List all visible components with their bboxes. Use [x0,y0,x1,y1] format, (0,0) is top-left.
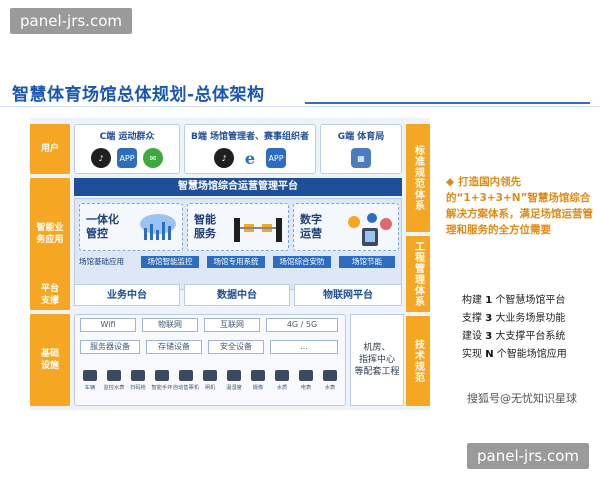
network-pill: 物联网 [142,318,198,332]
watermark-top: panel-jrs.com [10,8,132,34]
summary-item: 构建 1 个智慧场馆平台 [462,295,566,306]
car-icon [83,370,97,381]
electric-meter-icon [299,370,313,381]
title-divider [0,106,600,107]
user-card-g: G端 体育局 ▦ [320,124,402,174]
platform-title: 智慧场馆综合运营管理平台 [74,178,402,196]
middle-platform-iot: 物联网平台 [294,284,402,306]
device-band: 智能手环 [148,370,176,391]
device-scanner: 扫码枪 [124,370,152,391]
user-card-b: B端 场馆管理者、赛事组织者 ♪ e APP [184,124,316,174]
hardware-pill: 存储设备 [146,340,202,354]
watermark-bottom: panel-jrs.com [467,443,589,469]
right-label-standard: 标准规范体系 [406,124,430,232]
user-card-g-title: G端 体育局 [337,132,385,142]
thermometer-icon [227,370,241,381]
layer-label-platform: 平台支撑 [30,280,70,310]
wechat-icon: ✉ [143,148,163,168]
highlight-text: 打造国内领先的“1+3+3+N”智慧场馆综合解决方案体系，满足场馆运营管理和服务… [446,176,593,236]
building-icon: ▦ [351,148,371,168]
network-pill: Wifi [80,318,136,332]
highlight-bullet: ◆打造国内领先的“1+3+3+N”智慧场馆综合解决方案体系，满足场馆运营管理和服… [446,174,596,238]
title-underline [305,102,590,104]
user-card-c-title: C端 运动群众 [99,132,155,142]
device-humidity: 温湿度 [220,370,248,391]
source-credit: 搜狐号@无忧知识星球 [467,392,577,405]
app-tag: 场馆综合安防 [273,256,331,268]
app-icon: APP [266,148,286,168]
band-icon [155,370,169,381]
ie-icon: e [240,148,260,168]
digital-operation-icon [348,213,392,246]
smart-block-service: 智能 服务 [187,203,289,251]
summary-item: 支撑 3 大业务场景功能 [462,313,566,324]
device-water-meter: 水表 [316,370,344,391]
water-meter-icon [323,370,337,381]
layer-label-user: 用户 [30,124,70,174]
device-camera: 摄像 [244,370,272,391]
user-card-b-title: B端 场馆管理者、赛事组织者 [191,132,309,142]
smart-block-operation: 数字 运营 [293,203,399,251]
architecture-diagram: 用户 智能业务应用 平台支撑 基础设施 标准规范体系 工程管理体系 技术规范 C… [30,118,430,410]
ticket-machine-icon [179,370,193,381]
device-electric-meter: 电表 [292,370,320,391]
hardware-pill: 服务器设备 [80,340,140,354]
network-pill: 互联网 [204,318,260,332]
layer-label-smart: 智能业务应用 [30,178,70,290]
scanner-icon [131,370,145,381]
smart-business-area: 一体化 管控 智能 服务 数字 运营 [74,198,402,290]
app-icon: APP [117,148,137,168]
diamond-icon: ◆ [446,176,455,188]
cloud-dashboard-icon [140,214,176,240]
device-gate: 闸机 [196,370,224,391]
network-pill: 4G / 5G [266,318,338,332]
smart-block-service-label: 智能 服务 [194,213,216,240]
tiktok-icon: ♪ [214,148,234,168]
app-tag: 场馆专用系统 [207,256,265,268]
hardware-pill: 安全设备 [208,340,264,354]
device-ticket: 自动售票机 [172,370,200,391]
smart-block-integrated-label: 一体化 管控 [86,213,119,240]
machine-room: 机房、 指挥中心 等配套工程 [350,314,404,406]
app-tag: 场馆智能监控 [141,256,199,268]
summary-item: 建设 3 大支撑平台系统 [462,331,566,342]
gate-device-icon [203,370,217,381]
device-water-monitor: 监控水表 [100,370,128,391]
page-title: 智慧体育场馆总体规划-总体架构 [12,85,265,105]
smart-block-integrated: 一体化 管控 [79,203,183,251]
base-apps-row: 场馆基础应用 场馆智能监控 场馆专用系统 场馆综合安防 场馆节能 [79,255,399,269]
tiktok-icon: ♪ [91,148,111,168]
user-card-c: C端 运动群众 ♪ APP ✉ [74,124,180,174]
right-label-tech: 技术规范 [406,316,430,406]
summary-item: 实现 N 个智能场馆应用 [462,349,567,360]
layer-label-base: 基础设施 [30,314,70,406]
right-label-engineering: 工程管理体系 [406,236,430,312]
camera-icon [251,370,265,381]
gate-icon [234,218,282,242]
smart-block-operation-label: 数字 运营 [300,213,322,240]
middle-platform-business: 业务中台 [74,284,180,306]
meter-icon [107,370,121,381]
base-apps-label: 场馆基础应用 [79,257,124,266]
hardware-pill: ... [270,340,338,354]
app-tag: 场馆节能 [339,256,395,268]
middle-platform-data: 数据中台 [184,284,290,306]
water-quality-icon [275,370,289,381]
device-water-quality: 水质 [268,370,296,391]
summary-list: 构建 1 个智慧场馆平台 支撑 3 大业务场景功能 建设 3 大支撑平台系统 实… [462,292,567,364]
device-vehicle: 车辆 [76,370,104,391]
